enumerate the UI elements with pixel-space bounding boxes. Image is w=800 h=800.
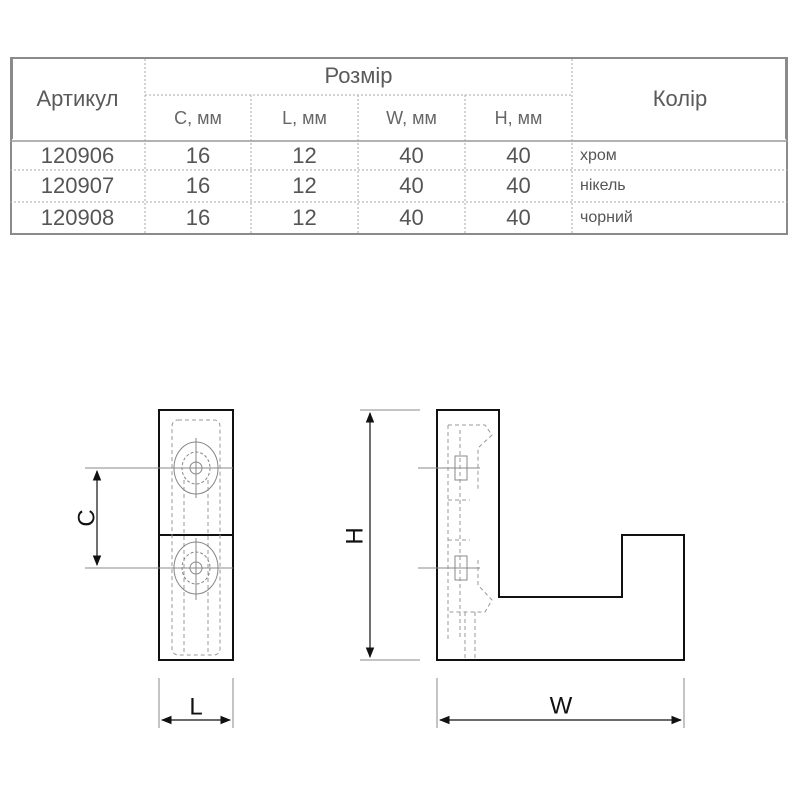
header-color: Колір [652,86,708,111]
header-w: W, мм [386,107,437,128]
row-3-l: 12 [292,205,317,230]
row-1-h: 40 [506,142,531,168]
dim-h-label: H [341,527,368,544]
row-3-article: 120908 [40,205,115,230]
row-1-color: хром [580,146,617,164]
header-size: Розмір [324,63,393,88]
row-1-l: 12 [292,142,317,168]
row-2-article: 120907 [40,173,115,198]
front-view: C L [73,409,234,728]
header-c: C, мм [174,107,222,128]
dim-l-label: L [189,693,202,720]
row-3-color: чорний [580,209,633,226]
side-view: H W [341,409,685,728]
row-2-c: 16 [185,173,211,198]
row-2-w: 40 [399,173,424,198]
header-article: Артикул [36,86,119,111]
row-1-c: 16 [185,142,211,168]
header-h: H, мм [494,107,543,128]
row-3-c: 16 [185,205,211,230]
dim-c-label: C [73,509,100,526]
row-1-w: 40 [399,142,424,168]
technical-drawing: C L H [73,409,685,728]
row-2-l: 12 [292,173,317,198]
header-l: L, мм [282,107,327,128]
row-1-article: 120906 [40,142,115,168]
dim-w-label: W [550,692,573,719]
row-3-h: 40 [506,205,531,230]
row-2-color: нікель [580,177,626,194]
row-3-w: 40 [399,205,424,230]
row-2-h: 40 [506,173,531,198]
spec-table: Артикул Розмір Колір C, мм L, мм W, мм H… [10,57,788,235]
table-grid [10,57,788,235]
